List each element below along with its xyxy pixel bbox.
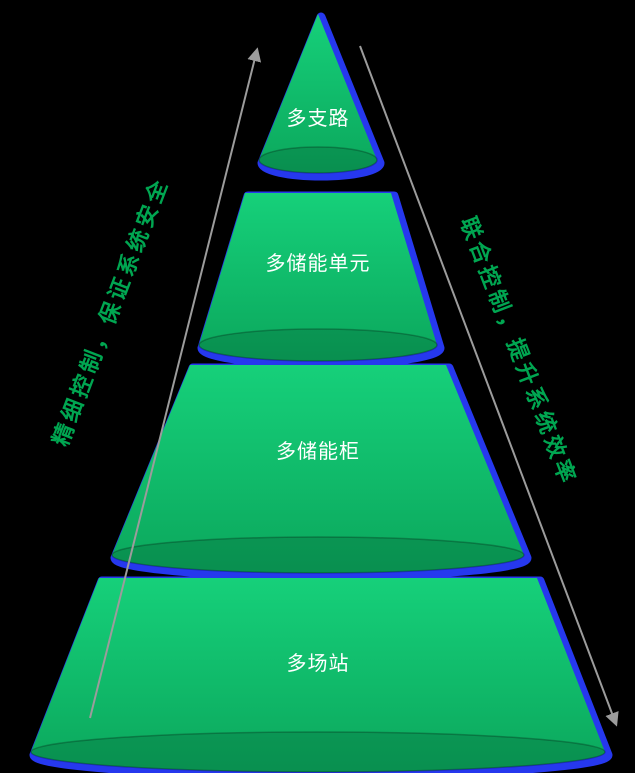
level-storage-cabinets-shape [112, 365, 524, 573]
level-branches-base [258, 146, 378, 174]
pyramid-level-branches: 多支路 [257, 12, 385, 181]
pyramid-level-storage-cabinets: 多储能柜 [110, 363, 532, 581]
pyramid-level-storage-units: 多储能单元 [197, 191, 445, 369]
level-stations-label: 多场站 [287, 651, 350, 675]
right-down-arrow-icon [359, 45, 619, 727]
level-storage-cabinets-base [111, 536, 525, 574]
left-annotation-label: 精细控制，保证系统安全 [48, 173, 175, 449]
level-storage-units-label: 多储能单元 [266, 251, 371, 275]
level-stations-base [30, 731, 606, 773]
level-storage-units-base [198, 328, 438, 362]
level-branches-label: 多支路 [287, 106, 350, 130]
level-stations-shape [31, 578, 605, 772]
pyramid-level-stations: 多场站 [29, 576, 613, 773]
level-branches-shape [259, 14, 377, 173]
level-storage-cabinets-label: 多储能柜 [276, 439, 360, 463]
level-storage-units-shape [199, 193, 437, 361]
left-up-arrow-icon [89, 47, 262, 719]
